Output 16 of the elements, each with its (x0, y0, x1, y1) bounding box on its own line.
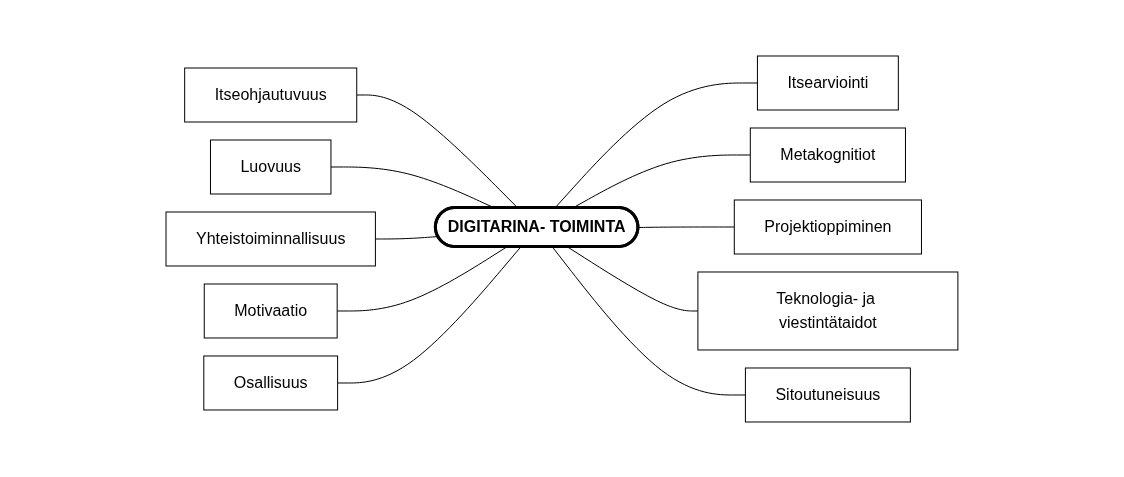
node-box: Yhteistoiminnallisuus (165, 211, 376, 266)
node-box: Osallisuus (203, 355, 339, 410)
node-box: Teknologia- ja viestintätaidot (697, 271, 959, 350)
node-box: Itsearviointi (756, 55, 899, 110)
node-box: Itseohjautuvuus (184, 67, 358, 122)
connector (551, 246, 746, 395)
connector (637, 226, 735, 228)
node-box: Metakognitiot (749, 127, 906, 182)
connector (336, 246, 508, 311)
node-box: Luovuus (210, 139, 332, 194)
node-box: Motivaatio (203, 283, 338, 338)
node-box: Projektioppiminen (733, 199, 922, 254)
connector (567, 246, 699, 311)
node-box: Sitoutuneisuus (744, 367, 911, 422)
connector (374, 235, 439, 239)
connector (337, 246, 522, 383)
